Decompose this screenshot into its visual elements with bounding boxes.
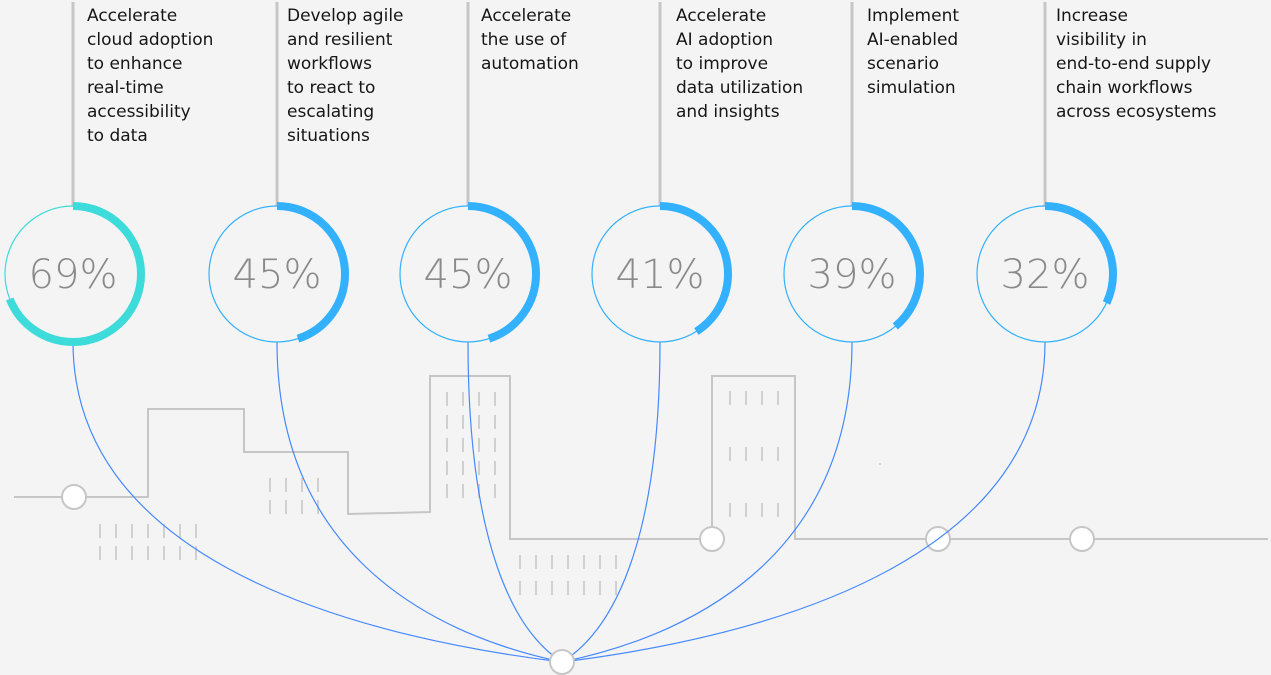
item-label-1: Accelerate cloud adoption to enhance rea… [87,6,214,146]
windows-block-5 [729,391,779,517]
stat-ring-2: 45% [205,202,349,346]
item-label-3: Accelerate the use of automation [481,6,579,74]
connector-line-4 [561,341,661,663]
stat-ring-6: 32% [973,202,1117,346]
connector-line-1 [72,341,563,663]
hub-node [549,649,575,675]
percent-value: 45% [424,252,513,298]
ring-progress [588,202,732,346]
dot-mark [879,463,881,465]
stat-ring-3: 45% [396,202,540,346]
percent-value: 45% [233,252,322,298]
ring-progress [780,202,924,346]
skyline-line-right [711,375,1268,540]
ring-progress [396,202,540,346]
windows-block-1 [99,524,197,560]
skyline-line-left [14,375,712,540]
windows-block-2 [269,478,319,514]
skyline [14,375,1268,595]
ring-progress [205,202,349,346]
item-label-4: Accelerate AI adoption to improve data u… [676,6,804,122]
ring-progress [973,202,1117,346]
stat-ring-5: 39% [780,202,924,346]
connector-line-6 [561,341,1046,663]
item-label-5: Implement AI-enabled scenario simulation [867,6,960,98]
item-label-6: Increase visibility in end-to-end supply… [1056,6,1217,122]
percent-value: 39% [808,252,897,298]
ring-progress [1,202,145,346]
percent-value: 41% [616,252,705,298]
percent-value: 32% [1001,252,1090,298]
skyline-node-1 [61,484,87,510]
skyline-node-4 [1069,526,1095,552]
percent-value: 69% [29,252,118,298]
connector-line-2 [276,341,563,663]
windows-block-3 [446,392,496,498]
skyline-node-2 [699,526,725,552]
stat-ring-4: 41% [588,202,732,346]
connector-line-3 [467,341,563,663]
stat-ring-1: 69% [1,202,145,346]
windows-block-4 [519,555,617,595]
item-label-2: Develop agile and resilient workflows to… [287,6,404,146]
connector-line-5 [561,341,853,663]
